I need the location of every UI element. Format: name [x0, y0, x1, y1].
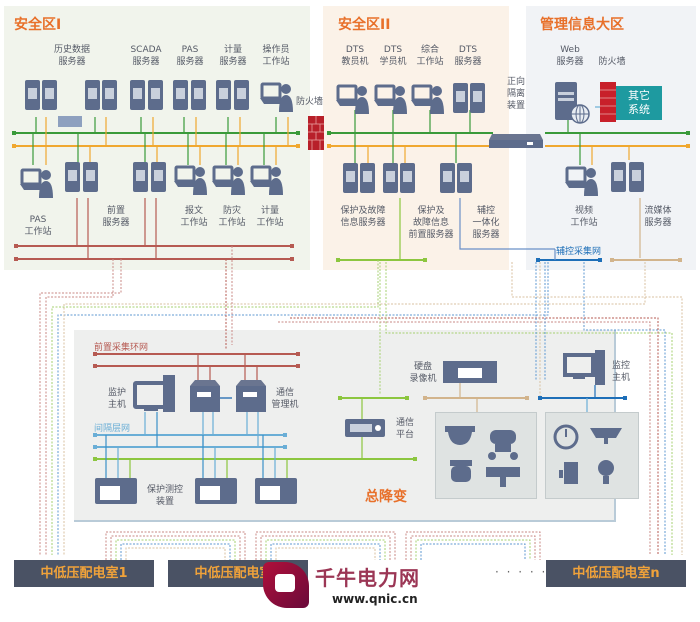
- bay-layer-bus: [93, 433, 417, 461]
- label-disaster-workstation: 防灾 工作站: [218, 206, 246, 228]
- bullet-camera-icon: [486, 467, 520, 487]
- zone3-orange-bus: [545, 144, 690, 148]
- label-dts-instructor: DTS 教员机: [341, 45, 369, 67]
- label-pas-workstation: PAS 工作站: [24, 215, 52, 237]
- distribution-room-n: 中低压配电室n: [546, 560, 686, 587]
- label-comm-platform: 通信 平台: [395, 418, 414, 440]
- zone1-red-buses: [16, 245, 292, 260]
- label-dts-server: DTS 服务器: [454, 45, 482, 67]
- label-protection-fault-server: 保护及故障 信息服务器: [340, 206, 386, 228]
- label-comm-manager: 通信 管理机: [271, 388, 299, 410]
- zone1-green-bus: [12, 131, 300, 135]
- substation-title: 总降变: [365, 489, 407, 505]
- comm-manager-icon-1: [190, 380, 220, 412]
- zone-management-info: [526, 6, 696, 270]
- forward-isolation-device: [489, 134, 543, 148]
- label-firewall1: 防火墙: [296, 97, 324, 107]
- label-message-workstation: 报文 工作站: [180, 206, 208, 228]
- protection-unit-icons: [95, 478, 297, 504]
- monitor-host-desktop-icon: [133, 375, 175, 412]
- zone2-lime-bus: [336, 198, 427, 262]
- watermark-text: 千牛电力网: [315, 566, 420, 590]
- firewall2-icon: [600, 82, 616, 122]
- label-video-workstation: 视频 工作站: [570, 206, 598, 228]
- label-pas-server: PAS 服务器: [176, 45, 204, 67]
- stream-media-bus: [610, 258, 682, 262]
- label-nvr: 硬盘 录像机: [409, 362, 437, 384]
- robot-icon: [488, 430, 518, 460]
- label-aux-control-server: 辅控 一体化 服务器: [472, 206, 500, 240]
- zone1-orange-bus: [12, 144, 300, 148]
- label-scada-server: SCADA 服务器: [130, 45, 162, 67]
- comm-platform-switch-icon: [345, 419, 385, 437]
- front-ring-bus: [95, 353, 298, 367]
- web-server-icon: [555, 82, 590, 124]
- door-sensor-icon: [559, 462, 578, 484]
- watermark-logo-icon: [263, 562, 309, 608]
- light-bulb-icon: [598, 460, 614, 484]
- zone-security-2: [323, 6, 509, 270]
- dome-camera-icon: [445, 426, 475, 445]
- label-guard-host: 监护 主机: [107, 388, 126, 410]
- video-workstation-icon: [563, 166, 600, 198]
- aux-control-bus: [536, 249, 602, 262]
- zone1-top-devices: [25, 80, 295, 127]
- label-protection-front-server: 保护及 故障信息 前置服务器: [408, 206, 454, 240]
- label-integrated-workstation: 综合 工作站: [416, 45, 444, 67]
- label-aux-control-net: 辅控采集网: [556, 247, 602, 257]
- label-metering-workstation: 计量 工作站: [256, 206, 284, 228]
- ptz-camera-icon: [450, 460, 472, 482]
- zone2-top-devices: [334, 83, 485, 116]
- zone2-title: 安全区II: [338, 17, 391, 33]
- label-operator-workstation: 操作员 工作站: [262, 45, 290, 67]
- label-web-server: Web 服务器: [556, 45, 584, 67]
- label-stream-server: 流媒体 服务器: [644, 206, 672, 228]
- zone3-green-bus: [545, 131, 690, 135]
- rooms-ellipsis: · · · · · ·: [495, 565, 559, 579]
- smoke-detector-icon: [590, 428, 622, 444]
- label-protection-unit: 保护测控 装置: [146, 485, 183, 507]
- firewall1-icon: [308, 116, 324, 150]
- label-bay-layer-net: 间隔层网: [94, 424, 131, 434]
- environment-devices-box: [545, 412, 639, 499]
- label-metering-server: 计量 服务器: [219, 45, 247, 67]
- label-front-ring-net: 前置采集环网: [94, 343, 149, 353]
- zone2-green-bus: [327, 131, 493, 135]
- zone2-bottom-devices: [343, 163, 472, 193]
- watermark-url: www.qnic.cn: [332, 592, 418, 606]
- label-firewall2: 防火墙: [598, 57, 626, 67]
- label-dts-student: DTS 学员机: [379, 45, 407, 67]
- monitoring-host-desktop-icon: [563, 350, 605, 385]
- zone1-title: 安全区I: [14, 17, 62, 33]
- label-history-server: 历史数据 服务器: [53, 45, 90, 67]
- comm-manager-icon-2: [236, 380, 266, 412]
- zone-security-1: [4, 6, 310, 270]
- label-forward-isolation: 正向 隔离 装置: [506, 77, 525, 111]
- other-system-box: 其它 系统: [616, 86, 662, 120]
- label-monitoring-host: 监控 主机: [611, 361, 630, 383]
- label-front-server: 前置 服务器: [102, 206, 130, 228]
- zone1-bottom-devices: [18, 162, 285, 200]
- nvr-icon: [443, 361, 497, 383]
- gauge-icon: [553, 424, 579, 450]
- zone2-orange-bus: [327, 144, 493, 148]
- monitor-bus: [538, 385, 627, 412]
- zone3-title: 管理信息大区: [540, 17, 624, 33]
- distribution-room-1: 中低压配电室1: [14, 560, 154, 587]
